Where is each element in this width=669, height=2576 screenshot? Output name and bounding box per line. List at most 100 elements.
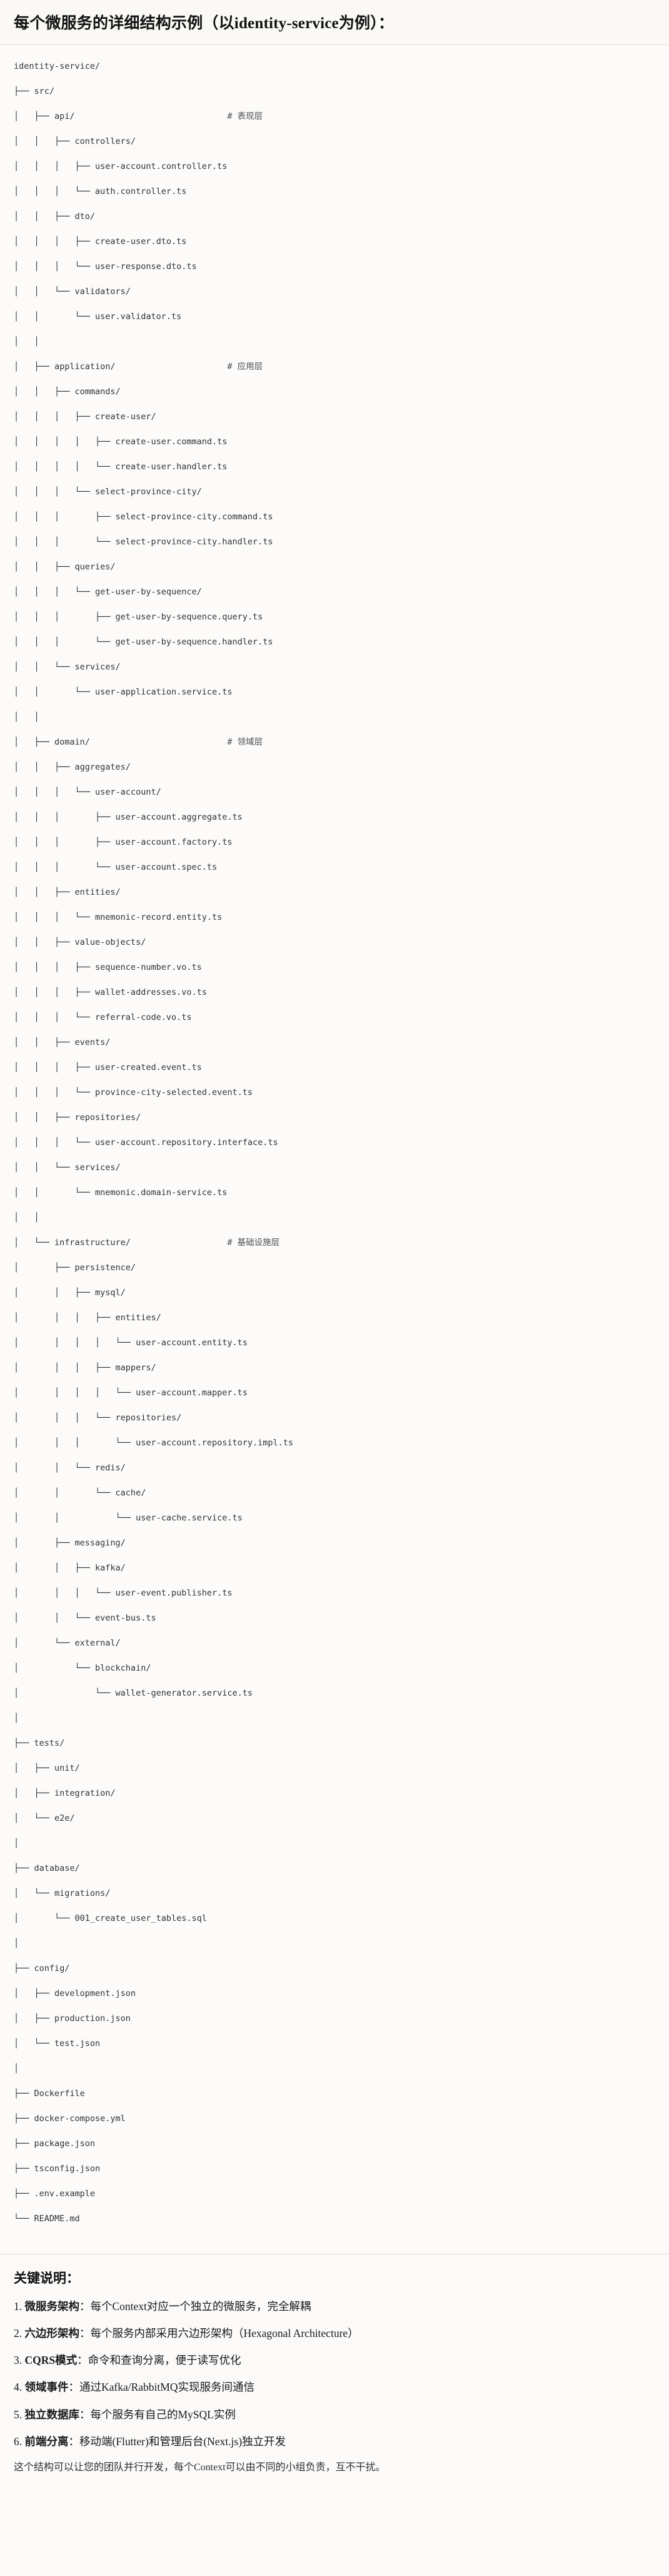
tree-line: │ │ │ └── province-city-selected.event.t… xyxy=(14,1087,253,1097)
tree-line: │ │ │ │ └── user-account.mapper.ts xyxy=(14,1387,248,1398)
tree-line: │ xyxy=(14,1838,19,1848)
tree-line: │ │ ├── commands/ xyxy=(14,386,121,397)
key-note-description: ：每个服务有自己的MySQL实例 xyxy=(79,2408,236,2421)
tree-line: │ │ │ │ ├── create-user.command.ts xyxy=(14,436,228,447)
tree-line: │ │ ├── repositories/ xyxy=(14,1112,141,1123)
tree-line: │ ├── integration/ xyxy=(14,1788,116,1798)
tree-line: │ │ │ ├── create-user.dto.ts xyxy=(14,236,187,247)
tree-line: │ │ │ ├── user-created.event.ts xyxy=(14,1062,202,1072)
tree-line: │ └── external/ xyxy=(14,1637,121,1648)
tree-line: │ │ └── user.validator.ts xyxy=(14,311,182,322)
tree-line: │ │ │ │ └── create-user.handler.ts xyxy=(14,461,228,472)
tree-line: │ │ │ └── auth.controller.ts xyxy=(14,186,187,196)
tree-line: ├── .env.example xyxy=(14,2188,96,2199)
tree-line: │ │ └── validators/ xyxy=(14,286,131,297)
tree-line: │ │ ├── kafka/ xyxy=(14,1562,126,1573)
tree-line: │ │ ├── entities/ xyxy=(14,887,121,897)
tree-line-comment: # 表现层 xyxy=(227,111,263,121)
tree-line-comment: # 领域层 xyxy=(227,736,263,747)
tree-line: │ └── test.json xyxy=(14,2038,101,2049)
key-notes-list: 微服务架构：每个Context对应一个独立的微服务，完全解耦六边形架构：每个服务… xyxy=(14,2298,655,2450)
tree-line: │ │ │ ├── select-province-city.command.t… xyxy=(14,511,273,522)
tree-line: identity-service/ xyxy=(14,61,101,71)
tree-line: │ └── 001_create_user_tables.sql xyxy=(14,1913,207,1923)
tree-line: │ │ │ ├── wallet-addresses.vo.ts xyxy=(14,987,207,997)
tree-line: │ │ xyxy=(14,711,39,722)
key-note-term: 微服务架构 xyxy=(24,2299,80,2313)
tree-line: │ │ │ ├── entities/ xyxy=(14,1312,161,1323)
tree-line: │ │ │ └── user-response.dto.ts xyxy=(14,261,197,272)
key-note-term: 领域事件 xyxy=(24,2381,69,2394)
key-note-item: 领域事件：通过Kafka/RabbitMQ实现服务间通信 xyxy=(14,2379,655,2395)
tree-line: │ │ │ ├── mappers/ xyxy=(14,1362,156,1373)
tree-line: │ │ └── user-application.service.ts xyxy=(14,686,233,697)
key-note-description: ：通过Kafka/RabbitMQ实现服务间通信 xyxy=(68,2381,254,2394)
tree-line: │ │ xyxy=(14,336,39,347)
tree-line-comment: # 基础设施层 xyxy=(227,1237,280,1248)
key-note-term: CQRS模式 xyxy=(24,2354,78,2366)
tree-line: │ │ │ └── select-province-city/ xyxy=(14,486,202,497)
tree-line: └── README.md xyxy=(14,2213,80,2224)
tree-line: │ │ │ └── repositories/ xyxy=(14,1412,182,1423)
tree-line: │ │ ├── controllers/ xyxy=(14,136,136,146)
key-note-item: 前端分离：移动端(Flutter)和管理后台(Next.js)独立开发 xyxy=(14,2433,655,2450)
tree-line: │ └── blockchain/ xyxy=(14,1662,151,1673)
tree-line: │ ├── persistence/ xyxy=(14,1262,136,1273)
tree-line: │ │ ├── value-objects/ xyxy=(14,937,146,947)
tree-line-comment: # 应用层 xyxy=(227,361,263,372)
page-title: 每个微服务的详细结构示例（以identity-service为例）： xyxy=(14,15,395,32)
directory-tree-block: identity-service/ ├── src/ │ ├── api/ # … xyxy=(0,44,669,2254)
tree-line: │ └── migrations/ xyxy=(14,1888,111,1898)
tree-line: ├── tsconfig.json xyxy=(14,2163,101,2174)
tree-line: │ │ │ └── user-account.spec.ts xyxy=(14,862,218,872)
key-note-description: ：移动端(Flutter)和管理后台(Next.js)独立开发 xyxy=(68,2435,286,2448)
key-note-term: 六边形架构 xyxy=(24,2326,80,2339)
tree-line: │ │ │ │ └── user-account.entity.ts xyxy=(14,1337,248,1348)
tree-line: │ │ │ ├── user-account.aggregate.ts xyxy=(14,812,243,822)
tree-line: │ └── wallet-generator.service.ts xyxy=(14,1688,253,1698)
tree-line: │ │ ├── events/ xyxy=(14,1037,111,1047)
tree-line: │ ├── development.json xyxy=(14,1988,136,1998)
tree-line: │ │ │ ├── get-user-by-sequence.query.ts xyxy=(14,611,263,622)
tree-line: │ │ ├── mysql/ xyxy=(14,1287,126,1298)
tree-line: │ │ │ └── get-user-by-sequence.handler.t… xyxy=(14,636,273,647)
tree-line: │ │ ├── queries/ xyxy=(14,561,116,572)
tree-line: │ │ │ └── user-event.publisher.ts xyxy=(14,1587,233,1598)
page-root: 每个微服务的详细结构示例（以identity-service为例）： ident… xyxy=(0,0,669,2496)
page-header: 每个微服务的详细结构示例（以identity-service为例）： xyxy=(0,0,669,45)
key-note-item: CQRS模式：命令和查询分离，便于读写优化 xyxy=(14,2352,655,2368)
tree-line: │ │ └── services/ xyxy=(14,661,121,672)
tree-line: │ │ ├── dto/ xyxy=(14,211,96,221)
tree-line: │ ├── messaging/ xyxy=(14,1537,126,1548)
key-note-description: ：每个Context对应一个独立的微服务，完全解耦 xyxy=(79,2299,311,2313)
key-notes-heading: 关键说明： xyxy=(14,2270,79,2286)
tree-line: │ │ │ └── user-account/ xyxy=(14,787,161,797)
tree-line: │ xyxy=(14,1713,19,1723)
key-note-term: 独立数据库 xyxy=(24,2408,80,2421)
tree-line: │ │ └── event-bus.ts xyxy=(14,1612,156,1623)
tree-line: ├── docker-compose.yml xyxy=(14,2113,126,2124)
key-note-term: 前端分离 xyxy=(24,2435,69,2448)
tree-line: │ │ └── user-cache.service.ts xyxy=(14,1512,243,1523)
tree-line: │ ├── unit/ xyxy=(14,1763,80,1773)
tree-line: ├── database/ xyxy=(14,1863,80,1873)
tree-line: │ │ │ └── select-province-city.handler.t… xyxy=(14,536,273,547)
tree-line: │ │ ├── aggregates/ xyxy=(14,761,131,772)
tree-line: │ └── infrastructure/ # 基础设施层 xyxy=(14,1237,280,1248)
tree-line: ├── package.json xyxy=(14,2138,96,2149)
key-note-description: ：命令和查询分离，便于读写优化 xyxy=(77,2354,241,2366)
tree-line: │ │ │ └── mnemonic-record.entity.ts xyxy=(14,912,223,922)
tree-line: │ │ │ └── user-account.repository.impl.t… xyxy=(14,1437,294,1448)
tree-line: │ ├── production.json xyxy=(14,2013,131,2024)
key-note-item: 六边形架构：每个服务内部采用六边形架构（Hexagonal Architectu… xyxy=(14,2325,655,2341)
key-note-description: ：每个服务内部采用六边形架构（Hexagonal Architecture） xyxy=(79,2326,359,2339)
key-note-item: 独立数据库：每个服务有自己的MySQL实例 xyxy=(14,2406,655,2423)
directory-tree: identity-service/ ├── src/ │ ├── api/ # … xyxy=(14,60,655,2237)
key-notes-block: 关键说明： 微服务架构：每个Context对应一个独立的微服务，完全解耦六边形架… xyxy=(0,2254,669,2496)
tree-line: │ xyxy=(14,2063,19,2074)
tree-line: ├── tests/ xyxy=(14,1738,65,1748)
tree-line: │ │ └── cache/ xyxy=(14,1487,146,1498)
tree-line: │ │ xyxy=(14,1212,39,1223)
tree-line: │ │ └── mnemonic.domain-service.ts xyxy=(14,1187,228,1198)
tree-line: │ │ │ ├── user-account.factory.ts xyxy=(14,837,233,847)
